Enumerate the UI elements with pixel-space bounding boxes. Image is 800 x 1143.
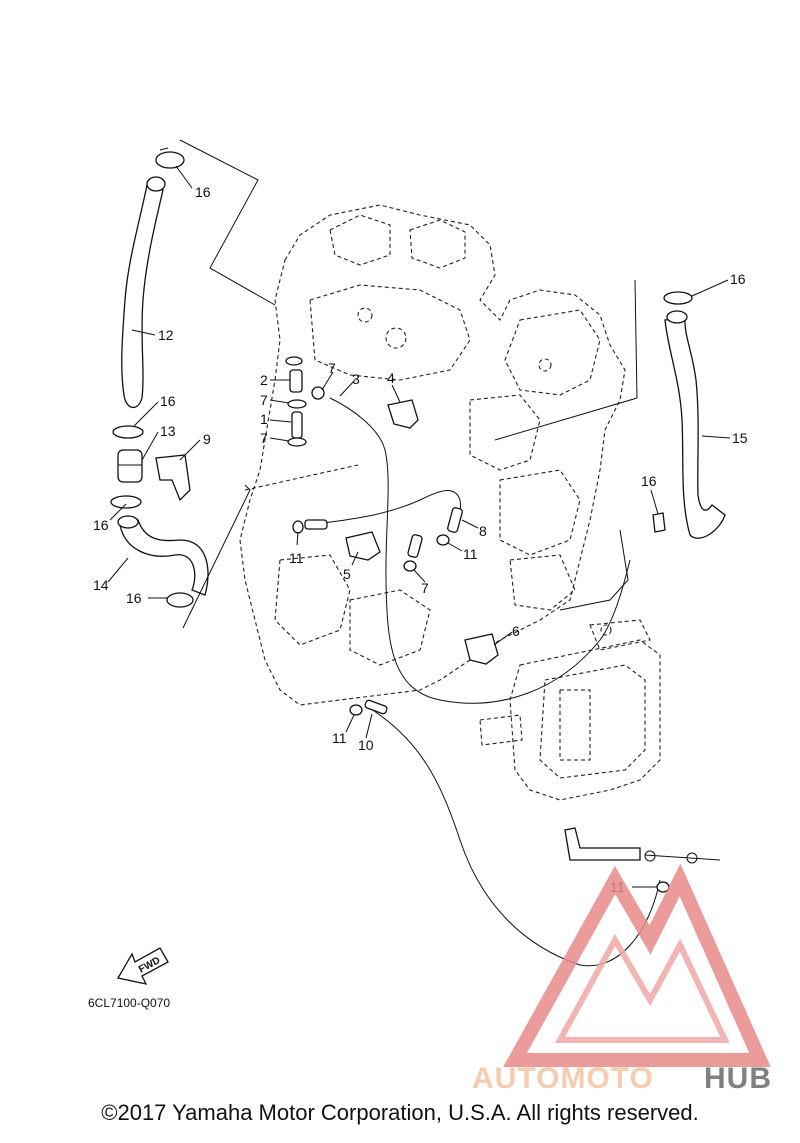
callout-16-b: 16: [160, 393, 176, 409]
clamp-16-top: [155, 147, 185, 169]
callout-16-a: 16: [195, 184, 211, 200]
callout-7-d: 7: [421, 580, 429, 596]
callout-3: 3: [352, 371, 360, 387]
hose-8: [309, 490, 461, 526]
vapor-separator: [479, 619, 661, 801]
callout-2: 2: [260, 372, 268, 388]
callout-7-b: 7: [260, 430, 268, 446]
engine-block: [239, 204, 626, 706]
fwd-arrow: FWD: [116, 947, 169, 985]
diagram-code: 6CL7100-Q070: [88, 996, 170, 1010]
callout-4: 4: [387, 370, 395, 386]
callout-7-c: 7: [328, 360, 336, 376]
joint-13: [117, 449, 143, 483]
watermark-text-2: HUB: [704, 1062, 772, 1095]
callout-7-a: 7: [260, 392, 268, 408]
guide-lines: [179, 139, 638, 629]
watermark-logo: AUTOMOTO HUB: [472, 863, 772, 1095]
callout-16-d: 16: [126, 590, 142, 606]
clip-6: [464, 633, 499, 665]
hose-14: [117, 515, 209, 596]
leader-lines: [107, 165, 731, 888]
callout-11-a: 11: [289, 550, 304, 566]
hose-3: [329, 397, 631, 704]
callout-15: 15: [732, 430, 748, 446]
hose-10: [367, 706, 661, 967]
joint-parts-1-2-7: [285, 356, 325, 447]
holder-9: [155, 454, 191, 502]
callout-9: 9: [203, 431, 211, 447]
callout-11-b: 11: [463, 546, 478, 562]
hose-15: [664, 310, 726, 539]
callout-16-e: 16: [730, 271, 746, 287]
clamp-16-left: [110, 425, 144, 509]
callout-13: 13: [160, 423, 176, 439]
watermark-text-1: AUTOMOTO: [472, 1062, 654, 1095]
joint-8: [407, 507, 463, 558]
callout-16-f: 16: [641, 473, 657, 489]
callout-14: 14: [93, 577, 109, 593]
copyright-notice: ©2017 Yamaha Motor Corporation, U.S.A. A…: [101, 1100, 699, 1125]
callout-10: 10: [358, 737, 374, 753]
callout-8: 8: [479, 523, 487, 539]
clamp-16-right: [652, 291, 693, 533]
hose-12: [121, 176, 166, 409]
callout-16-c: 16: [93, 517, 109, 533]
callout-6: 6: [512, 623, 520, 639]
callout-11-c: 11: [332, 730, 347, 746]
clip-4: [387, 399, 419, 429]
callout-12: 12: [158, 327, 174, 343]
callout-5: 5: [343, 566, 351, 582]
clip-5: [345, 531, 381, 561]
hose-end-10: [304, 519, 388, 715]
clamp-16-bottom: [166, 592, 194, 608]
pipe-lower: [564, 827, 721, 864]
clamp-11s: [292, 520, 670, 893]
callout-1: 1: [260, 411, 268, 427]
